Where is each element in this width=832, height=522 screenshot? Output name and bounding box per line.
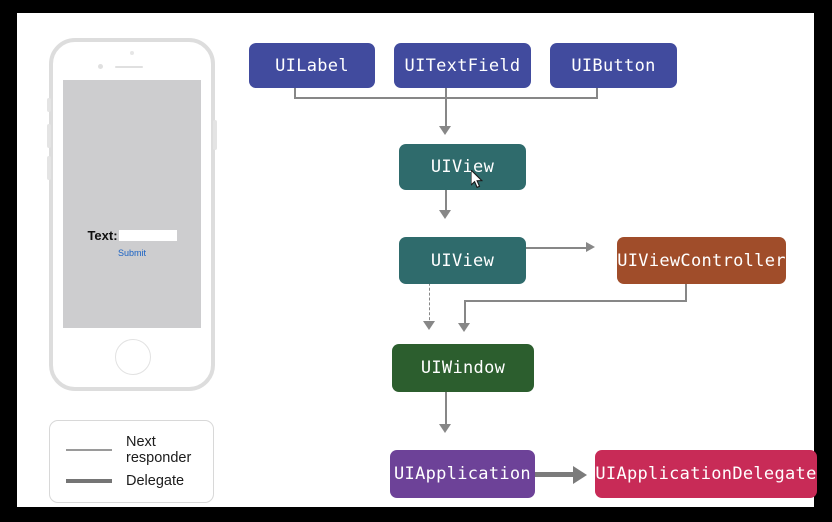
node-uibutton-label: UIButton xyxy=(571,55,656,76)
wire-down-to-uiwindow xyxy=(464,300,466,327)
phone-proximity-sensor-icon xyxy=(98,64,103,69)
node-uiapplicationdelegate[interactable]: UIApplicationDelegate xyxy=(595,450,817,498)
legend-next-responder-line-icon xyxy=(66,449,112,452)
arrowhead-to-uiapplication xyxy=(439,424,451,433)
mouse-cursor-icon xyxy=(471,170,483,189)
legend-delegate-label: Delegate xyxy=(126,473,185,489)
phone-text-label: Text: xyxy=(87,228,118,243)
phone-front-camera-icon xyxy=(130,51,134,55)
arrowhead-dashed-to-uiwindow xyxy=(423,321,435,330)
legend-item-next-responder: Next responder xyxy=(66,434,191,466)
node-uiwindow-label: UIWindow xyxy=(420,358,506,378)
phone-submit-button[interactable]: Submit xyxy=(117,248,146,258)
legend-item-delegate: Delegate xyxy=(66,473,184,489)
slide-content: Text: Submit Next responder Delegate xyxy=(17,13,817,507)
arrowhead-to-uiviewcontroller xyxy=(586,242,595,252)
node-uiwindow[interactable]: UIWindow xyxy=(392,344,534,392)
node-uitextfield[interactable]: UITextField xyxy=(394,43,531,88)
wire-delegate-to-appdelegate xyxy=(520,472,575,477)
legend-panel: Next responder Delegate xyxy=(49,420,214,503)
legend-next-responder-label-line1: Next xyxy=(126,434,156,450)
node-uiview-top[interactable]: UIView xyxy=(399,144,526,190)
arrowhead-to-uiapplicationdelegate xyxy=(573,466,587,484)
node-uilabel[interactable]: UILabel xyxy=(249,43,375,88)
arrowhead-to-uiwindow xyxy=(458,323,470,332)
phone-app-form: Text: Submit xyxy=(63,228,201,258)
phone-silent-switch xyxy=(47,98,51,112)
phone-power-button xyxy=(213,120,217,150)
legend-delegate-line-icon xyxy=(66,478,112,484)
node-uiapplication[interactable]: UIApplication xyxy=(390,450,535,498)
node-uiview-top-label: UIView xyxy=(430,157,495,177)
wire-uiwindow-to-uiapplication xyxy=(445,390,447,428)
node-uitextfield-label: UITextField xyxy=(404,55,521,76)
legend-next-responder-label-line2: responder xyxy=(126,450,192,467)
wire-uitextfield-stem xyxy=(445,75,447,130)
node-uiview-mid[interactable]: UIView xyxy=(399,237,526,284)
wire-top-bus xyxy=(294,97,598,99)
node-uiapplicationdelegate-label: UIApplicationDelegate xyxy=(595,464,817,484)
arrowhead-to-uiview-mid xyxy=(439,210,451,219)
node-uilabel-label: UILabel xyxy=(275,55,349,76)
phone-volume-down-button xyxy=(47,156,51,180)
wire-uiview-top-to-mid xyxy=(445,176,447,214)
legend-next-responder-label: Next responder xyxy=(126,434,191,466)
phone-form-row: Text: xyxy=(63,228,201,243)
arrowhead-to-uiview-top xyxy=(439,126,451,135)
node-uibutton[interactable]: UIButton xyxy=(550,43,677,88)
node-uiviewcontroller-label: UIViewController xyxy=(617,250,786,271)
phone-text-input[interactable] xyxy=(118,230,177,241)
wire-uiview-to-viewcontroller xyxy=(514,247,589,249)
node-uiapplication-label: UIApplication xyxy=(394,464,531,484)
phone-screen: Text: Submit xyxy=(63,80,201,328)
phone-volume-up-button xyxy=(47,124,51,148)
node-uiviewcontroller[interactable]: UIViewController xyxy=(617,237,786,284)
wire-uiview-to-uiwindow-dashed xyxy=(429,273,430,325)
phone-home-button[interactable] xyxy=(115,339,151,375)
node-uiview-mid-label: UIView xyxy=(430,250,495,271)
iphone-mockup: Text: Submit xyxy=(47,38,217,391)
wire-viewcontroller-to-uiwindow xyxy=(464,300,687,302)
phone-earpiece-speaker-icon xyxy=(115,66,143,68)
